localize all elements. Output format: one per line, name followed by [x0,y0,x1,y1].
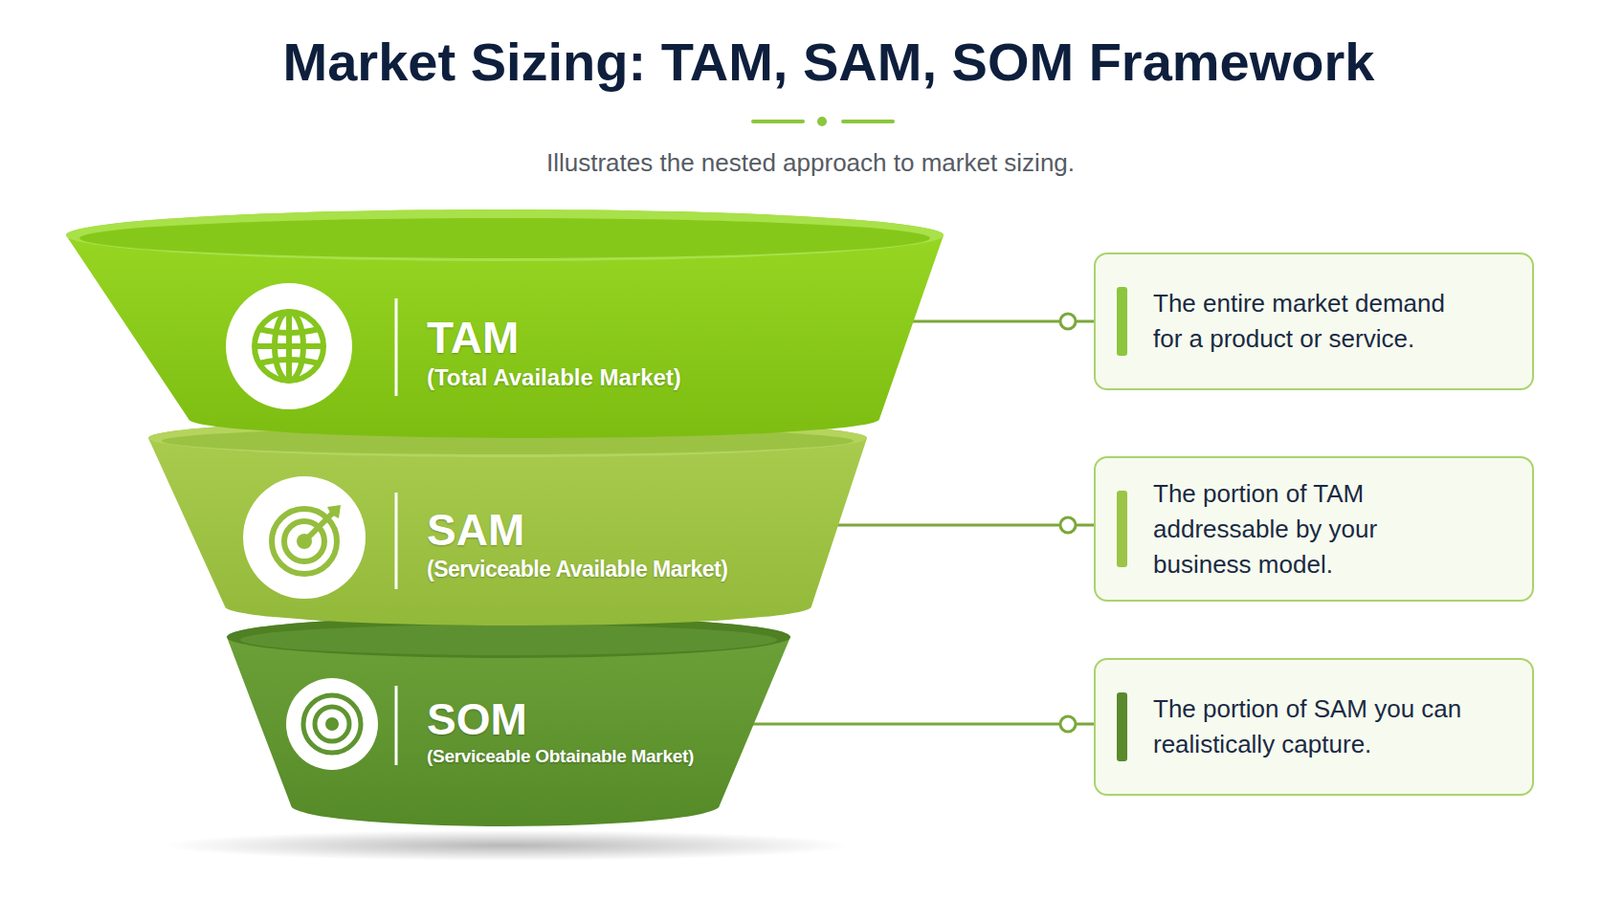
accent-bar [1116,692,1128,762]
band-label: SAM(Serviceable Available Market) [426,507,728,584]
band-label: TAM (Total Available Market) [426,314,682,393]
band-rim [148,419,867,458]
leader-group [752,716,1094,733]
callout-text: The portion of SAM you can realistically… [1153,691,1474,763]
callout-box: The portion of SAM you can realistically… [1093,658,1534,797]
band-opening [161,427,854,455]
band-body [148,419,867,626]
funnel-band: TAM (Total Available Market) [66,209,944,439]
callout-box: The entire market demand for a product o… [1093,252,1534,391]
leader-line [836,524,1094,528]
band-rim [226,616,791,659]
band-opening [79,218,931,259]
title: Market Sizing: TAM, SAM, SOM Framework [283,30,1376,93]
title-rule [843,119,893,124]
accent-bar [1116,490,1128,568]
title-dot [817,116,827,127]
leader-group [911,313,1094,330]
band-body [226,616,791,827]
accent-bar [1116,287,1128,356]
band-opening [240,624,778,656]
band-rim [66,209,944,262]
caption: Illustrates the nested approach to marke… [546,148,1075,178]
leader-dot [1060,517,1076,534]
band-heading: SAM [426,507,728,554]
funnel-band: SOM (Serviceable Obtainable Market) [226,616,791,827]
funnel-shadow [162,830,852,862]
callout-box: The portion of TAM addressable by your b… [1093,456,1534,602]
band-subtitle: (Serviceable Obtainable Market) [426,747,694,770]
band-subtitle: (Serviceable Available Market) [426,556,728,584]
funnel-band: SAM(Serviceable Available Market) [148,419,867,626]
leader-dot [1060,313,1076,330]
band-heading: TAM [426,314,682,361]
callout-text: The portion of TAM addressable by your b… [1153,476,1474,583]
callout-text: The entire market demand for a product o… [1153,286,1474,357]
leader-line [752,723,1094,727]
band-label: SOM (Serviceable Obtainable Market) [426,696,694,769]
band-subtitle: (Total Available Market) [426,365,682,394]
title-rule [753,119,803,124]
band-body [66,209,944,439]
leader-group [836,517,1094,534]
leader-dot [1060,716,1076,733]
band-heading: SOM [426,696,694,743]
